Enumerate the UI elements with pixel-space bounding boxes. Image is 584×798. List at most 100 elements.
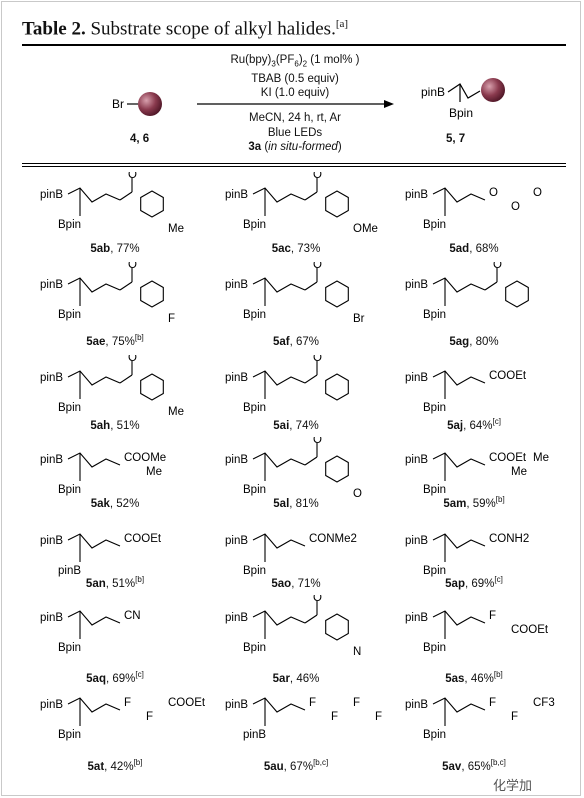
condition-light: Blue LEDs — [267, 126, 323, 139]
compound-id: 5af — [272, 335, 290, 348]
atom-label: Bpin — [423, 402, 446, 414]
atom-label: pinB — [405, 189, 428, 201]
atom-label: F — [489, 697, 496, 709]
atom-label: pinB — [40, 535, 63, 547]
compound-caption: 5ah, 51% — [90, 419, 140, 432]
carbonyl-carbon — [304, 191, 318, 201]
atom-label: O — [128, 172, 137, 181]
compound-yield: 65% — [467, 760, 491, 773]
compound-yield: 46% — [470, 672, 494, 685]
compound-caption: 5ae, 75%[b] — [86, 333, 144, 348]
atom-label: O — [489, 187, 498, 199]
compound-yield: 51% — [112, 577, 136, 590]
compound-caption: 5ac, 73% — [271, 242, 321, 255]
atom-label: pinB — [40, 279, 63, 291]
compound-caption: 5ap, 69%[c] — [445, 575, 503, 590]
atom-label: pinB — [405, 612, 428, 624]
compound-yield: 51% — [116, 419, 140, 432]
reactant-bead — [138, 92, 162, 116]
compound-caption: 5ar, 46% — [272, 672, 320, 685]
alkyl-chain — [432, 370, 486, 386]
carbonyl-carbon — [119, 281, 133, 291]
compound-caption: 5ab, 77% — [90, 242, 140, 255]
compound-yield: 71% — [297, 577, 321, 590]
atom-label: Bpin — [243, 565, 266, 577]
reaction-arrowhead — [384, 100, 394, 108]
atom-label: Bpin — [423, 484, 446, 496]
title-footnote: [a] — [335, 18, 349, 30]
alkyl-chain — [67, 277, 121, 293]
product-bonds — [447, 83, 481, 99]
compound-caption: 5af, 67% — [272, 335, 320, 348]
carbonyl-carbon — [484, 281, 498, 291]
atom-label: Br — [353, 313, 365, 325]
alkyl-chain — [432, 452, 486, 468]
atom-label: F — [309, 697, 316, 709]
compound-id: 5ak — [90, 497, 110, 510]
alkyl-chain — [252, 697, 306, 713]
compound-id: 5ad — [449, 242, 470, 255]
condition-tbab: TBAB (0.5 equiv) — [251, 72, 339, 85]
compound-yield: 69% — [471, 577, 495, 590]
aryl-ring — [325, 190, 349, 218]
compound-caption: 5an, 51%[b] — [85, 575, 145, 590]
atom-label: COOEt — [489, 370, 527, 382]
atom-label: pinB — [225, 699, 248, 711]
reactant-label: 4, 6 — [130, 133, 150, 145]
condition-reagent: 3a (in situ-formed) — [248, 141, 342, 153]
compound-id: 5ah — [90, 419, 111, 432]
compound-footnote: [b] — [135, 575, 145, 584]
table-title: Table 2. Substrate scope of alkyl halide… — [22, 18, 348, 40]
alkyl-chain — [67, 610, 121, 626]
compound-yield: 67% — [290, 760, 314, 773]
compound-structure-5aj: pinB Bpin COOEt — [405, 370, 527, 414]
compound-footnote: [c] — [492, 417, 501, 426]
atom-label: pinB — [405, 535, 428, 547]
compound-caption: 5ai, 74% — [273, 419, 319, 432]
atom-label: O — [313, 437, 322, 446]
atom-label: F — [124, 697, 131, 709]
atom-label: N — [353, 646, 361, 658]
atom-label: Bpin — [243, 219, 266, 231]
atom-label: O — [493, 262, 502, 271]
compound-yield: 59% — [472, 497, 496, 510]
aryl-ring — [325, 373, 349, 401]
atom-label: F — [168, 313, 175, 325]
compound-yield: 77% — [116, 242, 140, 255]
compound-id: 5ab — [90, 242, 111, 255]
watermark: 化学加 — [490, 775, 536, 794]
compound-caption: 5ak, 52% — [90, 497, 140, 510]
atom-label: Bpin — [423, 729, 446, 741]
atom-label: Me — [168, 223, 184, 235]
atom-label: pinB — [405, 372, 428, 384]
aryl-ring — [325, 455, 349, 483]
table-label: Table 2. — [22, 18, 86, 40]
compound-footnote: [b] — [134, 333, 144, 342]
atom-label: O — [313, 595, 322, 604]
condition-solvent: MeCN, 24 h, rt, Ar — [248, 112, 342, 124]
alkyl-chain — [67, 452, 121, 468]
alkyl-chain — [67, 697, 121, 713]
compound-caption: 5av, 65%[b,c] — [442, 758, 506, 773]
compound-yield: 75% — [111, 335, 135, 348]
reaction-scheme: Br pinB Bpin — [112, 78, 505, 120]
atom-label: pinB — [225, 612, 248, 624]
conditions-below: MeCN, 24 h, rt, Ar Blue LEDs 3a (in situ… — [160, 111, 430, 155]
compound-footnote: [b,c] — [313, 758, 329, 767]
atom-label: pinB — [405, 454, 428, 466]
atom-label: pinB — [40, 189, 63, 201]
atom-label: pinB — [58, 565, 81, 577]
atom-label: pinB — [243, 729, 266, 741]
atom-label: O — [313, 262, 322, 271]
atom-label: F — [331, 711, 338, 723]
compound-footnote: [c] — [135, 670, 144, 679]
